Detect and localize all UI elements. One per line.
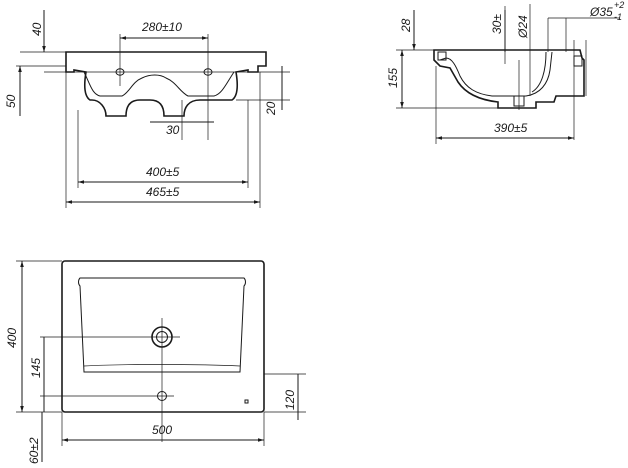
dim-390: 390±5	[494, 121, 528, 135]
front-view-bowl	[83, 71, 235, 97]
dim-465: 465±5	[146, 185, 180, 199]
plan-bowl	[78, 277, 246, 373]
dim-30: 30	[166, 123, 180, 137]
side-view: 28 155 30± Ø24 Ø35 +2 -1 390±5	[386, 0, 624, 144]
dim-500: 500	[152, 423, 172, 437]
dim-50: 50	[4, 94, 18, 108]
dim-20: 20	[264, 101, 278, 116]
plan-outer	[61, 260, 265, 413]
dim-40: 40	[30, 22, 44, 36]
dim-phi35: Ø35	[589, 5, 613, 19]
dim-28: 28	[399, 18, 413, 33]
dim-phi35-tol-up: +2	[614, 0, 624, 10]
dim-plan-400: 400	[5, 328, 19, 348]
dim-phi24: Ø24	[516, 15, 530, 39]
dim-400: 400±5	[146, 165, 180, 179]
dim-phi35-tol-low: -1	[614, 12, 622, 22]
side-view-outline	[433, 49, 585, 109]
dim-155: 155	[386, 68, 400, 88]
plan-view: 400 145 120 500 60±2	[5, 260, 306, 464]
dim-280: 280±10	[141, 20, 182, 34]
dim-30plus: 30±	[490, 14, 504, 34]
front-view: 280±10 40 50 20 30 400±5 465±5	[4, 10, 290, 208]
dim-60: 60±2	[27, 437, 41, 464]
side-view-bowl	[439, 51, 553, 97]
dim-120: 120	[283, 390, 297, 410]
dim-145: 145	[29, 358, 43, 378]
front-view-outline	[65, 51, 267, 117]
